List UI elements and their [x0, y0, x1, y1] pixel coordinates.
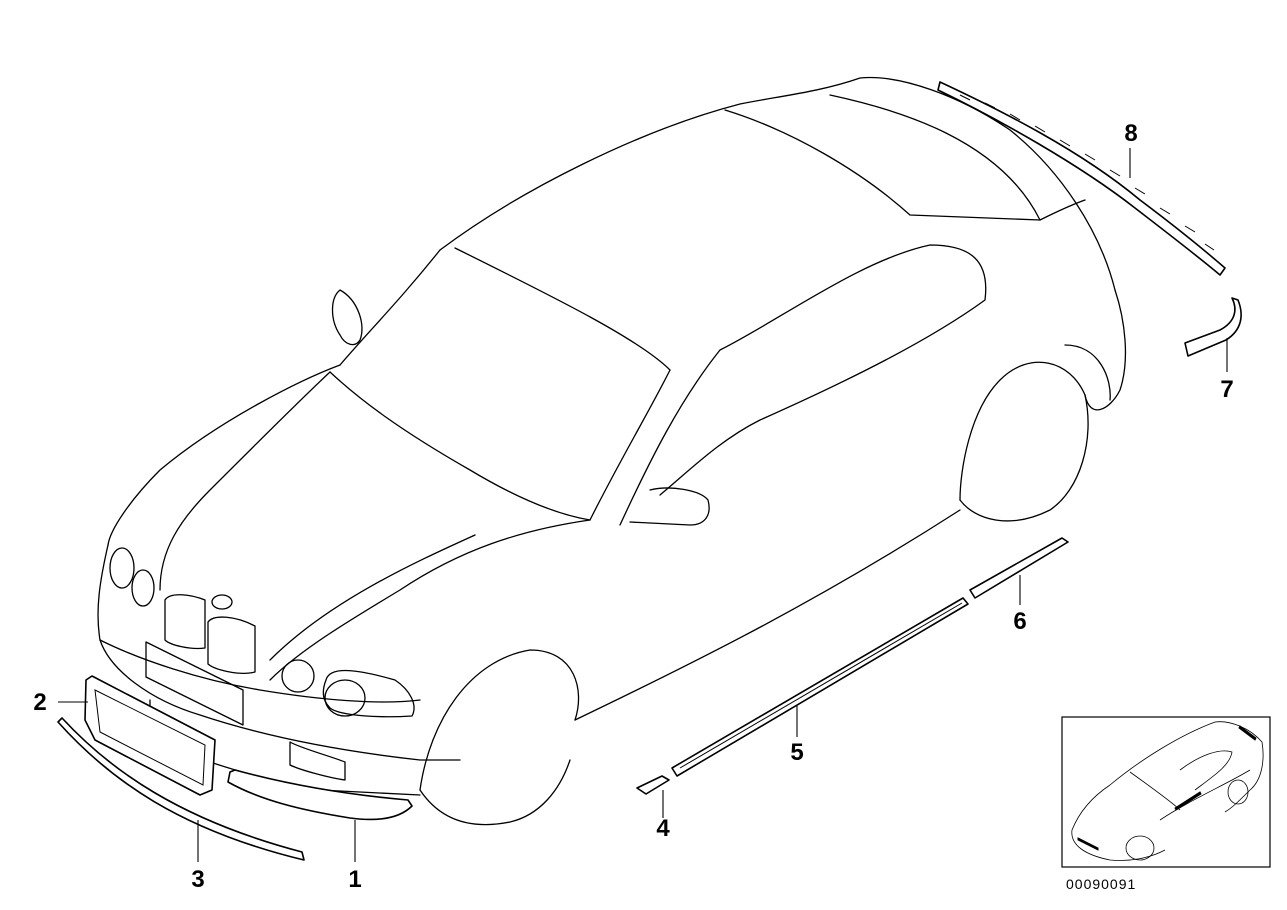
part-3-front-lower-strip	[57, 717, 305, 861]
callout-4: 4	[656, 815, 670, 842]
part-2-plate-base	[84, 675, 216, 796]
callout-6: 6	[1013, 608, 1026, 635]
reference-number: 00090091	[1066, 876, 1136, 892]
part-8-roof-strip	[937, 81, 1226, 276]
thumbnail-overview	[1061, 716, 1271, 868]
car-outline	[97, 76, 1127, 826]
leader-lines	[58, 148, 1228, 862]
callout-8: 8	[1124, 120, 1137, 147]
part-1-front-lip	[227, 769, 413, 821]
callout-1: 1	[348, 866, 361, 893]
thumbnail-car-icon	[1071, 721, 1264, 861]
part-5-side-sill-strip	[671, 597, 969, 777]
part-4-end-cap	[636, 775, 670, 795]
part-7-rear-trim	[1184, 297, 1242, 357]
callout-2: 2	[33, 689, 46, 716]
callout-3: 3	[191, 866, 204, 893]
callout-7: 7	[1220, 376, 1233, 403]
callout-5: 5	[790, 739, 803, 766]
part-6-rear-sill-strip	[969, 537, 1069, 599]
